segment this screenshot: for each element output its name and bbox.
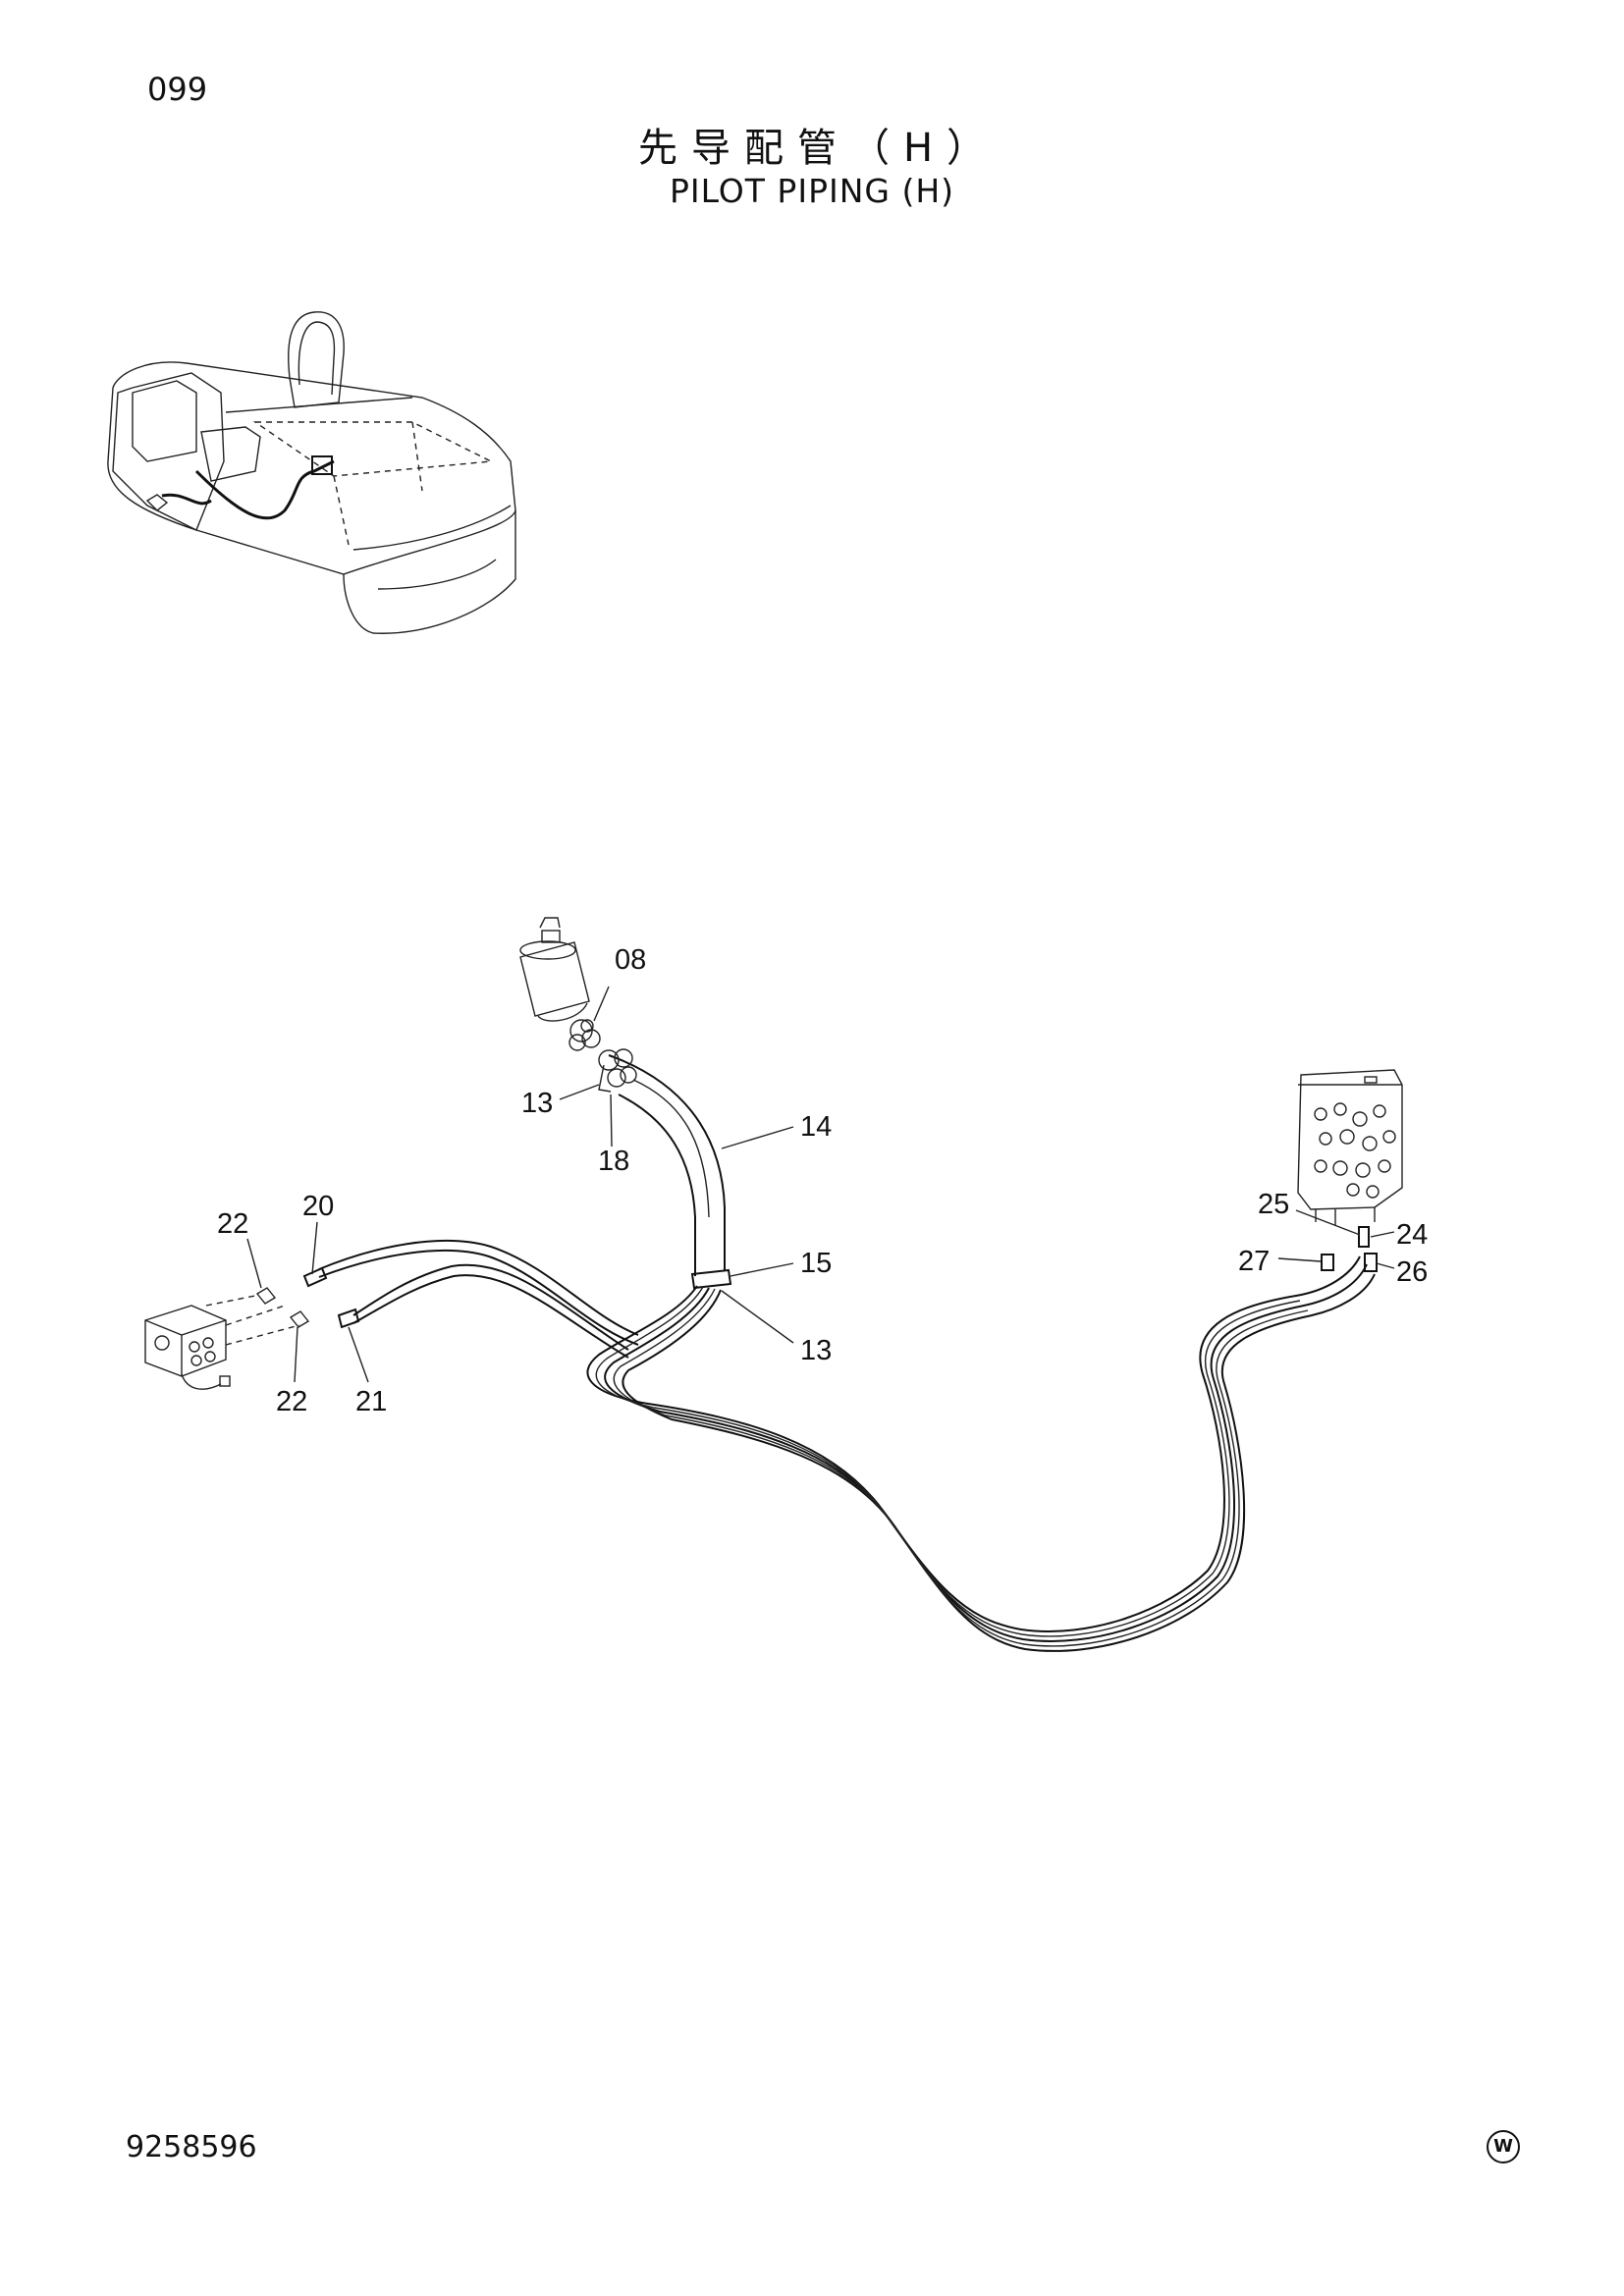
- hose-runs: [318, 1239, 1376, 1652]
- callout-26: 26: [1396, 1256, 1428, 1288]
- callout-14: 14: [800, 1111, 832, 1143]
- hose-bundle-14: [598, 1048, 732, 1290]
- control-valve-block: [1297, 1069, 1403, 1272]
- callout-08: 08: [615, 944, 646, 976]
- solenoid-valve-block: [144, 1266, 360, 1390]
- excavator-overview: [107, 311, 516, 634]
- page-number: 099: [147, 71, 208, 108]
- callout-22-lower: 22: [276, 1386, 307, 1417]
- callout-27: 27: [1238, 1246, 1270, 1277]
- circled-w-mark: W: [1487, 2130, 1520, 2163]
- title-english: PILOT PIPING (H): [669, 172, 955, 210]
- callout-25: 25: [1258, 1189, 1289, 1220]
- callout-18: 18: [598, 1146, 629, 1177]
- callout-13-upper: 13: [521, 1088, 553, 1119]
- callout-labels: 08 13 18 14 15 13 22 20 22 21 25 24 27 2…: [217, 944, 1428, 1417]
- title-chinese: 先导配管（H）: [637, 126, 1001, 171]
- callout-13-lower: 13: [800, 1335, 832, 1366]
- callout-22-upper: 22: [217, 1208, 248, 1240]
- callout-24: 24: [1396, 1219, 1428, 1251]
- callout-15: 15: [800, 1248, 832, 1279]
- leader-lines: [246, 986, 1395, 1383]
- callout-21: 21: [355, 1386, 387, 1417]
- document-number: 9258596: [126, 2130, 257, 2164]
- callout-20: 20: [302, 1191, 334, 1222]
- pilot-valve: [519, 917, 601, 1051]
